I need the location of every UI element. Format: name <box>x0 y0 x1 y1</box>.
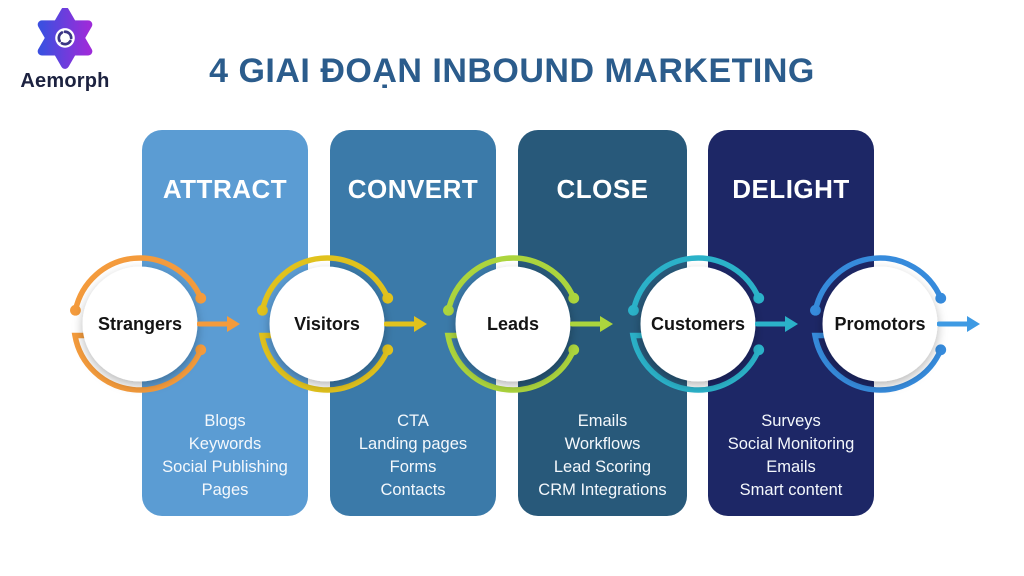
list-item: Contacts <box>380 481 446 499</box>
list-item: Landing pages <box>358 435 468 453</box>
stage-circle-visitors <box>257 255 394 393</box>
stage-circle-promotors <box>810 255 947 393</box>
stage-circle-strangers <box>70 255 207 393</box>
list-item: Lead Scoring <box>553 458 652 476</box>
list-item: Emails <box>766 458 816 476</box>
stage-label: Visitors <box>294 314 360 334</box>
flow-arrow-icon <box>570 316 613 332</box>
list-item: Surveys <box>761 412 821 430</box>
list-item: CTA <box>397 412 429 430</box>
aemorph-star-icon <box>37 8 93 69</box>
column-items: CTA Landing pages Forms Contacts <box>330 410 496 502</box>
column-items: Surveys Social Monitoring Emails Smart c… <box>708 410 874 502</box>
list-item: Pages <box>201 481 249 499</box>
list-item: Workflows <box>564 435 641 453</box>
stage-circle-leads <box>443 255 580 393</box>
list-item: Forms <box>389 458 437 476</box>
column-items: Emails Workflows Lead Scoring CRM Integr… <box>518 410 687 502</box>
flow-arrow-icon <box>755 316 798 332</box>
list-item: Social Monitoring <box>727 435 855 453</box>
column-header: ATTRACT <box>162 174 288 204</box>
list-item: Smart content <box>739 481 843 499</box>
stage-label: Strangers <box>97 314 183 334</box>
column-items: Blogs Keywords Social Publishing Pages <box>142 410 308 502</box>
stage-label: Customers <box>650 314 746 334</box>
stage-circle-customers <box>628 255 765 393</box>
column-header: DELIGHT <box>732 174 850 204</box>
list-item: Blogs <box>204 412 246 430</box>
column-header: CONVERT <box>347 174 479 204</box>
list-item: Keywords <box>188 435 262 453</box>
brand-name: Aemorph <box>20 70 110 92</box>
column-header: CLOSE <box>556 174 649 204</box>
list-item: Emails <box>577 412 628 430</box>
flow-arrow-icon <box>384 316 427 332</box>
page-title: 4 GIAI ĐOẠN INBOUND MARKETING <box>209 52 815 90</box>
flow-arrow-icon <box>937 316 980 332</box>
stage-label: Leads <box>486 314 540 334</box>
brand-logo: Aemorph <box>20 8 110 93</box>
list-item: CRM Integrations <box>538 481 667 499</box>
list-item: Social Publishing <box>162 458 288 476</box>
stage-label: Promotors <box>834 314 926 334</box>
flow-arrow-icon <box>197 316 240 332</box>
